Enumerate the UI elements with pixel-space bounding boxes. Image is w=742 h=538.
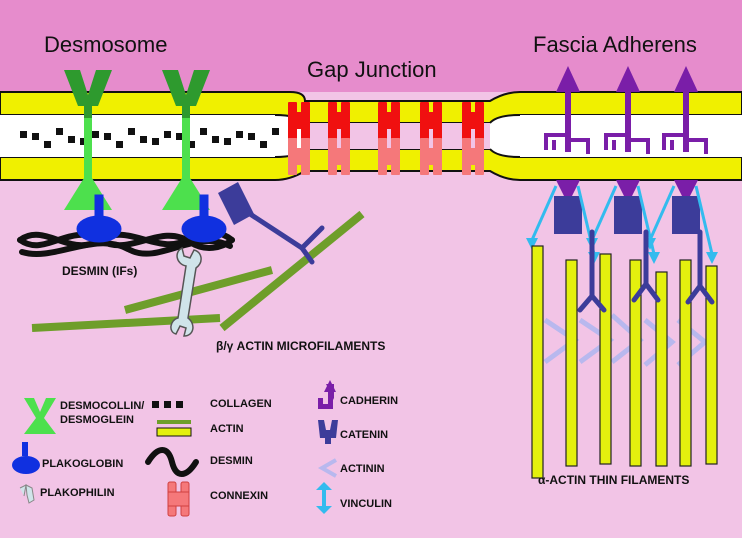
thin-filament-bar xyxy=(655,271,668,467)
legend-catenin-label: CATENIN xyxy=(340,429,389,441)
legend-actin-label: ACTIN xyxy=(210,423,244,435)
cadherin-tail xyxy=(616,180,640,204)
legend-actinin-label: ACTININ xyxy=(340,463,385,475)
plakoglobin-proteins xyxy=(76,194,227,243)
fascia-unit xyxy=(586,66,660,264)
collagen-dash xyxy=(56,128,63,135)
desmosome-title: Desmosome xyxy=(44,32,168,57)
thin-filament-bar xyxy=(679,259,692,467)
collagen-dash xyxy=(32,133,39,140)
thin-filament-bar xyxy=(705,265,718,465)
cadherin-hook xyxy=(604,133,625,150)
legend-vinculin-label: VINCULIN xyxy=(340,498,392,510)
cadherin-hook xyxy=(631,138,650,154)
legend-desmin-label: DESMIN xyxy=(210,455,253,467)
legend-icons xyxy=(12,380,338,517)
collagen-dash xyxy=(20,131,27,138)
legend-desmocollin-line1: DESMOCOLLIN/ xyxy=(60,400,145,412)
collagen-dash xyxy=(212,136,219,143)
vinculin-arrow xyxy=(648,252,660,264)
alpha-actin-label: α-ACTIN THIN FILAMENTS xyxy=(538,473,690,487)
cadherin-tail xyxy=(556,180,580,204)
collagen-fibers xyxy=(20,128,279,148)
collagen-dash xyxy=(92,131,99,138)
vinculin-link xyxy=(590,185,618,241)
cadherin-head xyxy=(556,66,580,92)
catenin-block xyxy=(554,196,582,234)
collagen-dash xyxy=(176,133,183,140)
cadherin-hook xyxy=(689,138,708,154)
legend-collagen-label: COLLAGEN xyxy=(210,398,272,410)
collagen-dash xyxy=(152,138,159,145)
legend-plakoglobin-label: PLAKOGLOBIN xyxy=(42,458,124,470)
collagen-dash xyxy=(260,141,267,148)
thin-filament-bar xyxy=(599,253,612,465)
cadherin-stem xyxy=(683,90,689,152)
collagen-dash xyxy=(68,136,75,143)
catenin-link xyxy=(218,182,325,265)
catenin-on-filaments xyxy=(577,229,715,313)
legend-plakophilin-label: PLAKOPHILIN xyxy=(40,487,115,499)
plakophilin-protein xyxy=(170,246,202,337)
vinculin-arrow xyxy=(526,238,538,250)
intercellular-space-desmosome xyxy=(0,115,277,157)
legend-connexin-label: CONNEXIN xyxy=(210,490,269,502)
cadherin-hook xyxy=(662,133,683,150)
collagen-dash xyxy=(200,128,207,135)
cadherin-hook xyxy=(544,133,565,150)
catenin-block xyxy=(672,196,700,234)
collagen-dash xyxy=(248,133,255,140)
collagen-dash xyxy=(236,131,243,138)
collagen-dash xyxy=(44,141,51,148)
collagen-dash xyxy=(224,138,231,145)
cadherin-stem xyxy=(565,90,571,152)
desmin-ifs-label: DESMIN (IFs) xyxy=(62,264,138,278)
gap-junction-title: Gap Junction xyxy=(307,57,437,82)
collagen-dash xyxy=(104,133,111,140)
fascia-adherens-cadherins xyxy=(526,66,718,264)
fascia-unit xyxy=(526,66,600,264)
thin-filament-bar xyxy=(565,259,578,467)
legend-desmocollin-line2: DESMOGLEIN xyxy=(60,414,134,426)
cadherin-head xyxy=(616,66,640,92)
collagen-dash xyxy=(80,138,87,145)
collagen-dash xyxy=(140,136,147,143)
collagen-dash xyxy=(164,131,171,138)
thin-filament-bar xyxy=(531,245,544,479)
legend-desmocollin-label: DESMOCOLLIN/ DESMOGLEIN xyxy=(60,399,144,427)
thin-filament-bar xyxy=(629,259,642,467)
extracellular-top-region xyxy=(0,0,742,92)
cadherin-stem xyxy=(625,90,631,152)
collagen-dash xyxy=(272,128,279,135)
cadherin-hook xyxy=(571,138,590,154)
legend-cadherin-label: CADHERIN xyxy=(340,395,399,407)
cadherin-tail xyxy=(674,180,698,204)
fascia-adherens-title: Fascia Adherens xyxy=(533,32,697,57)
desmocollin-desmoglein-proteins xyxy=(64,70,210,210)
fascia-unit xyxy=(644,66,718,264)
vinculin-link xyxy=(530,185,558,241)
collagen-dash xyxy=(116,141,123,148)
vinculin-link xyxy=(648,185,676,241)
collagen-dash xyxy=(128,128,135,135)
alpha-actin-thin-filaments xyxy=(531,245,718,479)
cadherin-head xyxy=(674,66,698,92)
catenin-block xyxy=(614,196,642,234)
vinculin-arrow xyxy=(706,252,718,264)
collagen-dash xyxy=(188,141,195,148)
vinculin-link xyxy=(694,185,714,255)
beta-gamma-actin-label: β/γ ACTIN MICROFILAMENTS xyxy=(216,339,386,353)
